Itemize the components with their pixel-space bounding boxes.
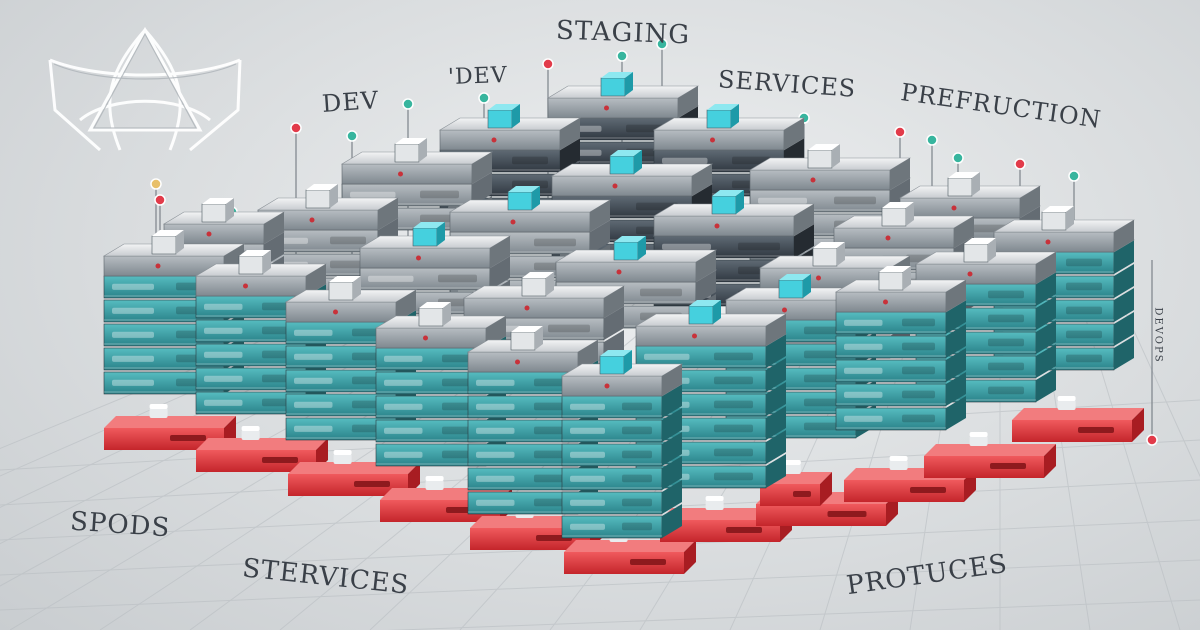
dev-label: DEV xyxy=(321,86,381,118)
server-stack xyxy=(834,266,968,431)
red-base-block xyxy=(1012,396,1144,442)
side-label: DEVOPS xyxy=(1152,307,1164,364)
dev-alt-label: 'DEV xyxy=(447,62,509,91)
server-stack xyxy=(560,350,684,539)
red-base-block xyxy=(924,432,1056,478)
red-base-block xyxy=(288,450,420,496)
red-base-block xyxy=(196,426,328,472)
server-stack xyxy=(546,72,700,165)
staging-label: STAGING xyxy=(555,15,691,51)
red-base-block xyxy=(564,528,696,574)
server-stacks xyxy=(102,72,1136,539)
server-stack xyxy=(466,326,600,515)
red-base-block xyxy=(104,404,236,450)
triangle-knot-logo-shade xyxy=(53,32,237,129)
pin-marker-icon xyxy=(1146,260,1158,446)
triangle-knot-logo xyxy=(48,26,242,152)
